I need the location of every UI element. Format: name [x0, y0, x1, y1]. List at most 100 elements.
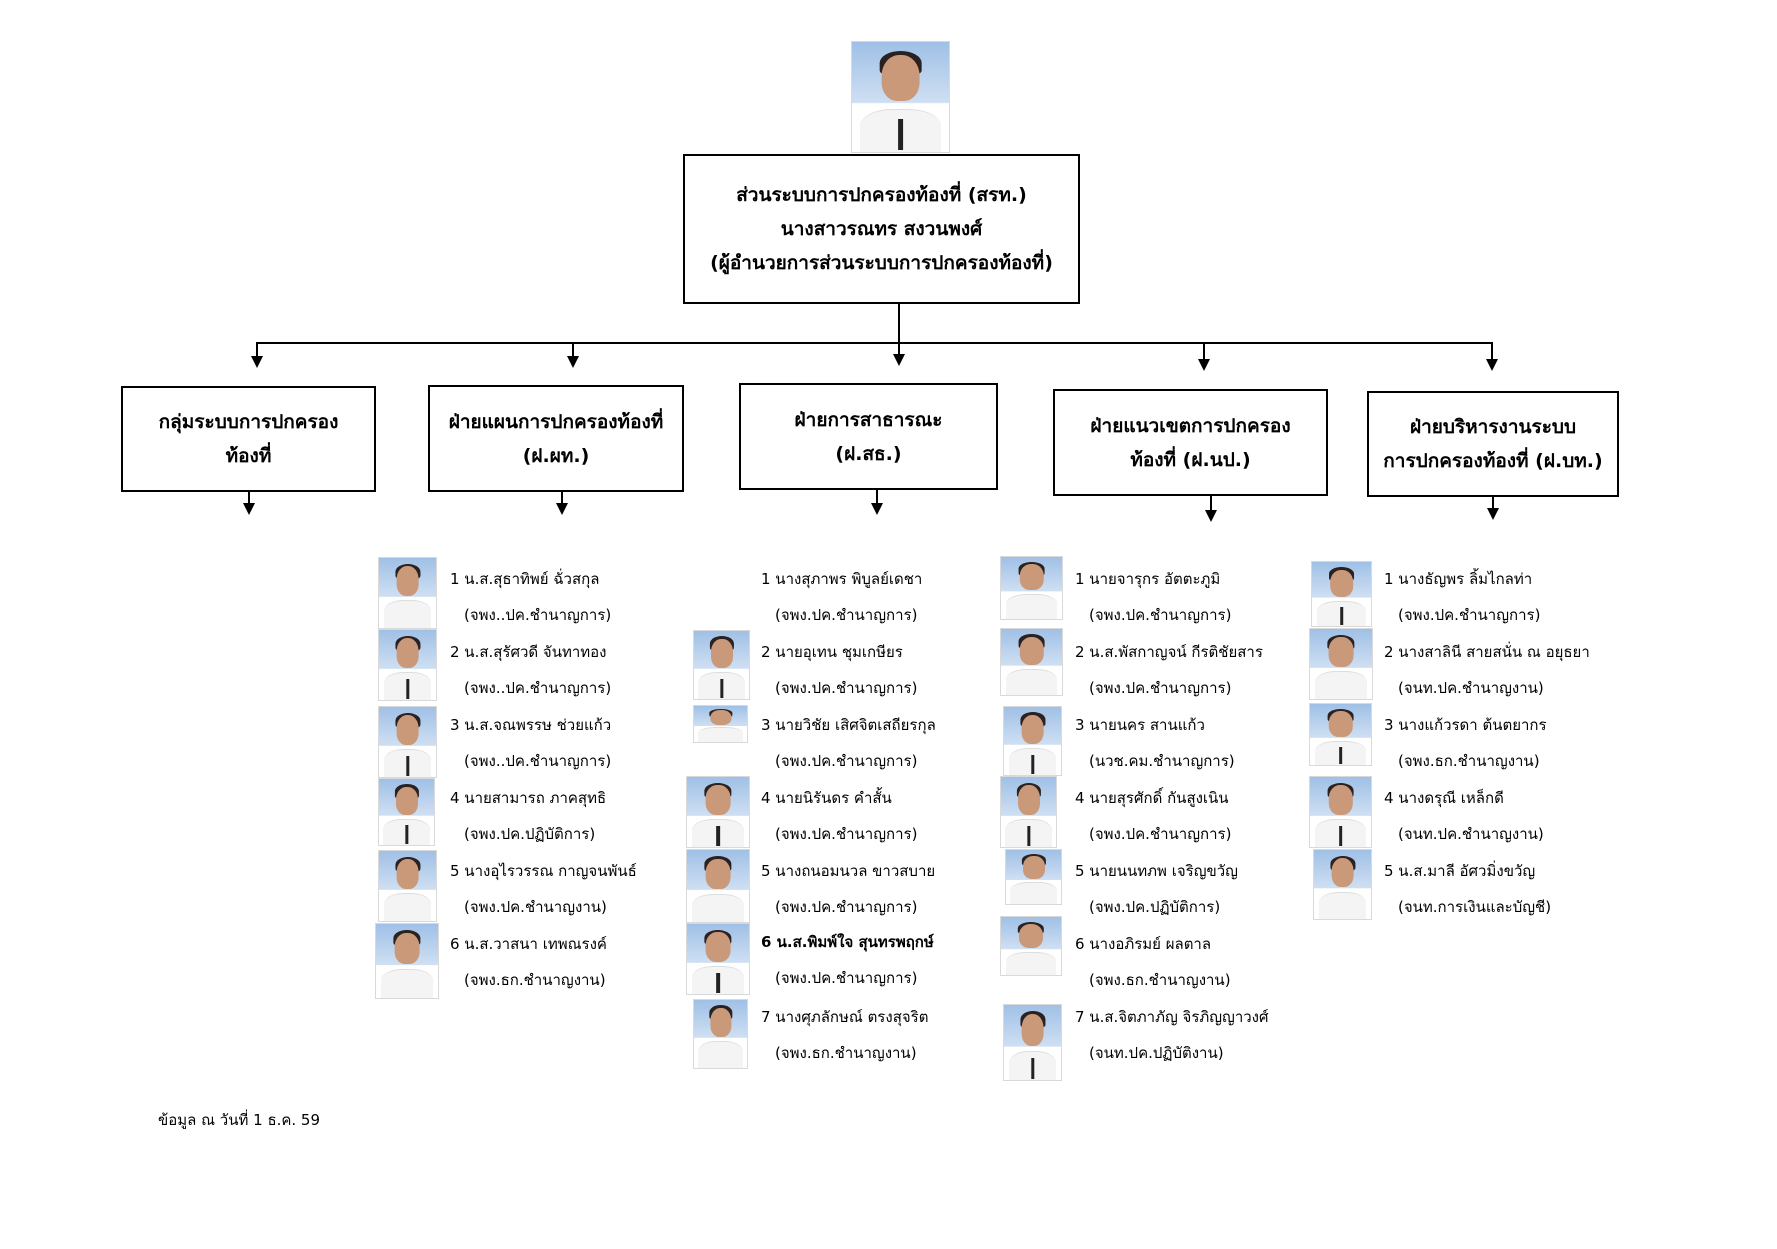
member-photo: [1003, 706, 1062, 776]
member-position: (จพง.ปค.ชำนาญการ): [1398, 606, 1541, 624]
member-position: (จพง..ปค.ชำนาญการ): [464, 679, 612, 697]
unit-down-connector-5: [1492, 497, 1494, 508]
unit-down-arrow-2: [556, 503, 568, 515]
member-name: 1 นายจารุกร อัตตะภูมิ: [1075, 570, 1221, 588]
member-name: 4 นายสุรศักดิ์ กันสูงเนิน: [1075, 789, 1229, 807]
unit-arrow-2: [567, 356, 579, 368]
unit-title-line1: ฝ่ายแผนการปกครองท้องที่: [448, 410, 664, 433]
unit-title-line1: ฝ่ายการสาธารณะ: [794, 408, 943, 431]
member-name: 6 น.ส.วาสนา เทพณรงค์: [450, 935, 607, 953]
member-name: 1 น.ส.สุธาทิพย์ ฉั่วสกุล: [450, 570, 600, 588]
member-entry: 7 น.ส.จิตภาภัญ จิรภิญญาวงศ์ (จนท.ปค.ปฏิบ…: [1075, 1008, 1269, 1062]
member-name: 2 น.ส.พัสกาญจน์ กีรติชัยสาร: [1075, 643, 1263, 661]
member-position: (จพง.ปค.ชำนาญการ): [775, 825, 918, 843]
member-position: (จพง.ธก.ชำนาญงาน): [1398, 752, 1540, 770]
unit-connector-3: [898, 342, 900, 354]
member-photo: [378, 706, 437, 778]
member-position: (จพง.ปค.ชำนาญการ): [1089, 679, 1232, 697]
member-entry: 6 นางอภิรมย์ ผลตาล (จพง.ธก.ชำนาญงาน): [1075, 935, 1231, 989]
member-entry: 1 นายจารุกร อัตตะภูมิ (จพง.ปค.ชำนาญการ): [1075, 570, 1231, 624]
member-position: (จพง.ปค.ชำนาญการ): [775, 752, 918, 770]
member-position: (จนท.ปค.ชำนาญงาน): [1398, 825, 1544, 843]
unit-box-admin-system: ฝ่ายบริหารงานระบบ การปกครองท้องที่ (ฝ.บท…: [1367, 391, 1619, 497]
member-entry: 5 นางถนอมนวล ขาวสบาย (จพง.ปค.ชำนาญการ): [761, 862, 935, 916]
member-entry: 5 นายนนทภพ เจริญขวัญ (จพง.ปค.ปฏิบัติการ): [1075, 862, 1238, 916]
member-entry: 3 น.ส.จณพรรษ ช่วยแก้ว (จพง..ปค.ชำนาญการ): [450, 716, 611, 770]
member-name: 3 นายนคร สานแก้ว: [1075, 716, 1205, 734]
member-photo: [1309, 703, 1372, 766]
unit-arrow-5: [1486, 359, 1498, 371]
unit-connector-1: [256, 342, 258, 356]
member-position: (จพง.ปค.ชำนาญการ): [1089, 606, 1232, 624]
member-entry: 4 นายสุรศักดิ์ กันสูงเนิน (จพง.ปค.ชำนาญก…: [1075, 789, 1231, 843]
member-photo: [1313, 849, 1372, 920]
unit-box-local-admin-group: กลุ่มระบบการปกครอง ท้องที่: [121, 386, 376, 492]
member-position: (จพง.ปค.ชำนาญการ): [775, 679, 918, 697]
member-name: 7 น.ส.จิตภาภัญ จิรภิญญาวงศ์: [1075, 1008, 1269, 1026]
member-position: (จพง.ปค.ชำนาญการ): [775, 969, 918, 987]
unit-down-connector-4: [1210, 496, 1212, 510]
member-name: 3 น.ส.จณพรรษ ช่วยแก้ว: [450, 716, 612, 734]
member-photo: [378, 629, 437, 701]
member-position: (จนท.ปค.ชำนาญงาน): [1398, 679, 1544, 697]
unit-connector-2: [572, 342, 574, 356]
member-position: (จพง..ปค.ชำนาญการ): [464, 752, 612, 770]
member-photo: [378, 557, 437, 629]
unit-title-line2: ท้องที่: [225, 445, 272, 467]
unit-box-public: ฝ่ายการสาธารณะ (ฝ.สธ.): [739, 383, 998, 490]
member-name: 5 นางถนอมนวล ขาวสบาย: [761, 862, 936, 880]
member-name: 2 นายอุเทน ชุมเกษียร: [761, 643, 903, 661]
member-photo: [1309, 628, 1373, 700]
member-photo: [1000, 776, 1057, 848]
unit-down-connector-2: [561, 492, 563, 503]
head-box: ส่วนระบบการปกครองท้องที่ (สรท.) นางสาวรณ…: [683, 154, 1080, 304]
horizontal-connector: [256, 342, 1493, 344]
member-position: (จพง..ปค.ชำนาญการ): [464, 606, 612, 624]
unit-down-arrow-1: [243, 503, 255, 515]
member-entry: 1 น.ส.สุธาทิพย์ ฉั่วสกุล (จพง..ปค.ชำนาญก…: [450, 570, 611, 624]
member-position: (นวช.คม.ชำนาญการ): [1089, 752, 1235, 770]
member-name: 2 นางสาลินี สายสนั่น ณ อยุธยา: [1384, 643, 1590, 661]
unit-down-arrow-4: [1205, 510, 1217, 522]
member-name: 6 น.ส.พิมพ์ใจ สุนทรพฤกษ์: [761, 933, 934, 951]
member-photo: [693, 705, 748, 743]
member-entry: 2 นายอุเทน ชุมเกษียร (จพง.ปค.ชำนาญการ): [761, 643, 917, 697]
member-position: (จพง.ธก.ชำนาญงาน): [464, 971, 606, 989]
unit-title-line2: (ฝ.สธ.): [835, 442, 902, 465]
unit-down-arrow-3: [871, 503, 883, 515]
member-photo: [693, 630, 750, 700]
member-entry: 6 น.ส.วาสนา เทพณรงค์ (จพง.ธก.ชำนาญงาน): [450, 935, 607, 989]
unit-down-connector-1: [248, 492, 250, 503]
member-photo: [1003, 1004, 1062, 1081]
member-entry: 3 นายนคร สานแก้ว (นวช.คม.ชำนาญการ): [1075, 716, 1235, 770]
member-entry: 3 นางแก้วรดา ต้นตยากร (จพง.ธก.ชำนาญงาน): [1384, 716, 1547, 770]
member-position: (จนท.การเงินและบัญชี): [1398, 898, 1552, 916]
member-position: (จพง.ปค.ปฏิบัติการ): [1089, 898, 1221, 916]
member-photo: [378, 778, 435, 846]
member-entry: 3 นายวิชัย เสิศจิตเสถียรกุล (จพง.ปค.ชำนา…: [761, 716, 936, 770]
member-name: 3 นางแก้วรดา ต้นตยากร: [1384, 716, 1547, 734]
member-entry: 4 นายนิรันดร คำสั้น (จพง.ปค.ชำนาญการ): [761, 789, 917, 843]
unit-connector-5: [1491, 342, 1493, 359]
member-photo: [1311, 561, 1372, 627]
member-name: 1 นางธัญพร ลิ้มไกลท่า: [1384, 570, 1533, 588]
unit-arrow-1: [251, 356, 263, 368]
member-position: (จพง.ปค.ชำนาญการ): [775, 898, 918, 916]
member-entry: 6 น.ส.พิมพ์ใจ สุนทรพฤกษ์ (จพง.ปค.ชำนาญกา…: [761, 933, 934, 987]
member-name: 3 นายวิชัย เสิศจิตเสถียรกุล: [761, 716, 936, 734]
member-name: 2 น.ส.สุรัศวดี จันทาทอง: [450, 643, 607, 661]
member-photo: [1309, 776, 1372, 848]
member-photo: [686, 849, 750, 923]
head-title: ส่วนระบบการปกครองท้องที่ (สรท.): [736, 184, 1027, 206]
unit-box-planning: ฝ่ายแผนการปกครองท้องที่ (ฝ.ผท.): [428, 385, 684, 492]
member-photo: [1000, 556, 1063, 620]
member-photo: [378, 850, 437, 922]
member-name: 4 นางดรุณี เหล็กดี: [1384, 789, 1504, 807]
unit-box-boundary: ฝ่ายแนวเขตการปกครอง ท้องที่ (ฝ.นป.): [1053, 389, 1328, 496]
member-position: (จพง.ธก.ชำนาญงาน): [1089, 971, 1231, 989]
unit-title-line1: ฝ่ายแนวเขตการปกครอง: [1090, 414, 1291, 437]
member-entry: 2 น.ส.พัสกาญจน์ กีรติชัยสาร (จพง.ปค.ชำนา…: [1075, 643, 1263, 697]
member-entry: 4 นายสามารถ ภาคสุทธิ (จพง.ปค.ปฏิบัติการ): [450, 789, 606, 843]
unit-title-line2: ท้องที่ (ฝ.นป.): [1130, 448, 1251, 471]
head-name: นางสาวรณทร สงวนพงศ์: [780, 218, 983, 240]
